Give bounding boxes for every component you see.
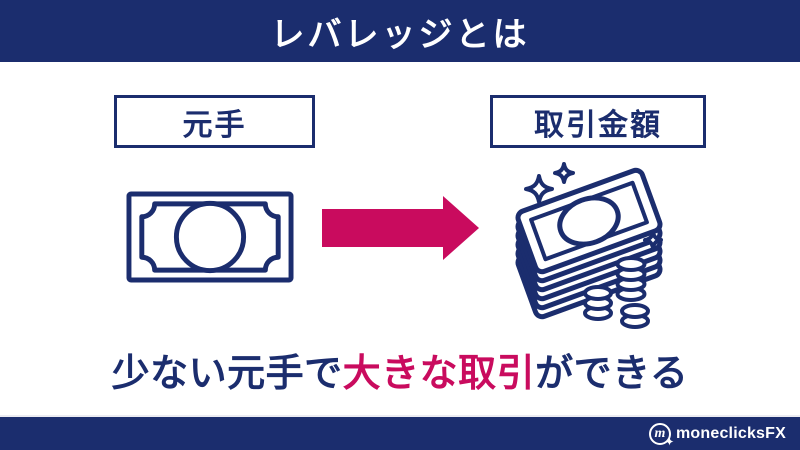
arrow-right-icon — [322, 196, 479, 260]
footer-bar: m moneclicksFX — [0, 415, 800, 450]
coin-stack-icon — [583, 285, 613, 321]
logo-sparkle-icon — [665, 437, 674, 445]
header-banner: レバレッジとは — [0, 0, 800, 62]
money-stack-coins-icon — [515, 162, 663, 329]
logo-text: moneclicksFX — [675, 424, 786, 442]
brand-logo: m moneclicksFX — [648, 422, 786, 445]
caption-part-2: 大きな取引 — [342, 353, 536, 395]
source-label: 元手 — [182, 108, 247, 142]
coin-stack-icon — [615, 256, 647, 302]
target-label-box: 取引金額 — [490, 95, 706, 148]
sparkle-icon — [524, 162, 663, 250]
caption-part-1: 少ない元手で — [111, 353, 343, 395]
page-title: レバレッジとは — [270, 15, 530, 54]
source-label-box: 元手 — [114, 95, 315, 148]
logo-mark-m-icon: m — [648, 422, 674, 445]
caption-text: 少ない元手で大きな取引ができる — [0, 342, 800, 397]
coin-stack-icon — [620, 303, 650, 329]
caption-part-3: ができる — [535, 353, 689, 395]
banknote-icon — [126, 191, 294, 283]
target-label: 取引金額 — [534, 108, 662, 142]
